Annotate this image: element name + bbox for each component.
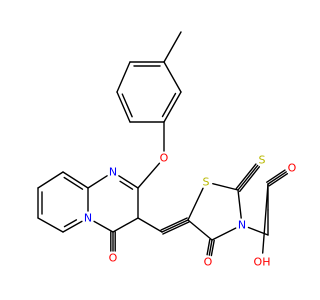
double-bond-inner-c4-c5 (121, 93, 133, 118)
atom-label-n1: N (109, 166, 117, 179)
bond-c18-n3 (237, 189, 242, 219)
bond-n3-c19 (211, 227, 237, 241)
double-bond-inner-c13-n2 (63, 219, 78, 228)
bond-c14-c15 (112, 217, 139, 233)
double-bond-line2-c19-o3 (210, 239, 215, 257)
bond-n1-c9 (87, 175, 108, 189)
bond-c3-c4 (116, 61, 131, 93)
atom-label-o5: OH (254, 256, 271, 269)
bond-c4-c5 (116, 91, 131, 123)
atom-label-o3: O (204, 256, 213, 269)
atom-label-s1: S (203, 176, 210, 189)
bond-c10-c11 (37, 171, 64, 189)
bond-c1-c2 (163, 31, 182, 63)
atom-labels-layer: O N N O S S N O O OH (84, 152, 297, 269)
double-bond-line-c16-c17 (162, 221, 190, 235)
bond-c17-s1 (187, 187, 204, 221)
atom-label-o4: O (288, 162, 297, 175)
atom-label-o1: O (160, 152, 169, 165)
bond-s1-c18 (212, 182, 239, 191)
bond-n2-c14 (93, 220, 114, 233)
double-bond-inner-c6-c7 (161, 92, 177, 118)
atom-label-s2: S (259, 154, 266, 167)
bond-c7-c2 (163, 61, 182, 93)
atom-label-o2: O (109, 252, 118, 265)
double-bond-line-c22-o4 (268, 172, 289, 187)
atom-label-n2: N (84, 212, 92, 225)
double-bond-line2-c16-c17 (160, 217, 188, 231)
atom-label-n3: N (238, 219, 246, 232)
bond-c22-o5 (262, 183, 269, 254)
molecular-structure-diagram: O N N O S S N O O OH (37, 31, 297, 269)
double-bond-line2-c22-o4 (266, 169, 286, 183)
bond-c12-c13 (37, 217, 64, 233)
double-bond-line-c18-s2 (238, 166, 260, 193)
bonds-layer (37, 31, 289, 257)
double-bond-inner-c9-c10 (63, 176, 84, 190)
bond-c13-n2 (62, 220, 83, 233)
double-bond-line-c19-o3 (206, 238, 211, 256)
bond-c9-c10 (62, 171, 89, 189)
bond-c8-n1 (118, 175, 139, 189)
bond-c19-o3 (208, 239, 213, 256)
bond-o1-c8 (137, 162, 161, 189)
bond-c22-o4 (267, 171, 287, 185)
double-bond-line2-c18-s2 (235, 163, 257, 190)
bond-c19-c17 (187, 219, 213, 241)
double-bond-inner-c8-n1 (119, 180, 134, 190)
bond-c18-s2 (237, 164, 259, 191)
bond-c15-c16 (137, 217, 163, 233)
bond-c6-c7 (163, 91, 182, 123)
bond-c16-c17 (161, 219, 189, 233)
